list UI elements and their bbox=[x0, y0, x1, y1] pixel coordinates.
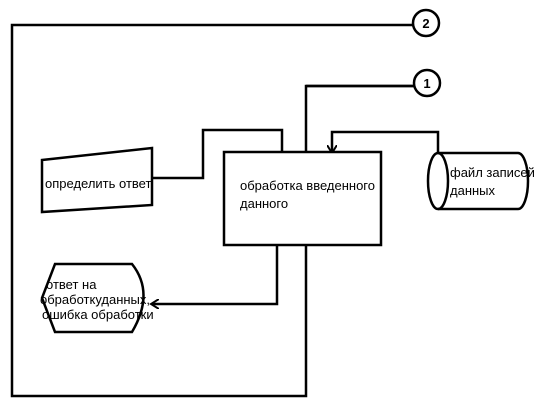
input-to-process-line bbox=[152, 128, 284, 180]
storage-label-line2: данных bbox=[450, 183, 496, 198]
connector-2: 2 bbox=[411, 8, 441, 38]
storage-to-process-arrow bbox=[332, 130, 440, 153]
manual-input-shape: определить ответ bbox=[40, 146, 154, 214]
connector-1: 1 bbox=[412, 68, 442, 98]
process-to-display-arrow bbox=[152, 246, 279, 304]
storage-label-line1: файл записей bbox=[450, 165, 535, 180]
connector-2-label: 2 bbox=[422, 16, 429, 31]
process-label-line1: обработка введенного bbox=[240, 178, 375, 193]
display-label-line2: обработкуданных, bbox=[40, 292, 150, 307]
process-label-line2: данного bbox=[240, 196, 288, 211]
display-label-line1: ответ на bbox=[46, 277, 97, 292]
data-storage-cylinder: файл записей данных bbox=[426, 151, 535, 211]
display-shape: ответ на обработкуданных, ошибка обработ… bbox=[40, 262, 154, 334]
manual-input-label: определить ответ bbox=[45, 176, 151, 191]
process-box: обработка введенного данного bbox=[222, 150, 383, 247]
connector-1-label: 1 bbox=[423, 76, 430, 91]
display-label-line3: ошибка обработки bbox=[42, 307, 154, 322]
